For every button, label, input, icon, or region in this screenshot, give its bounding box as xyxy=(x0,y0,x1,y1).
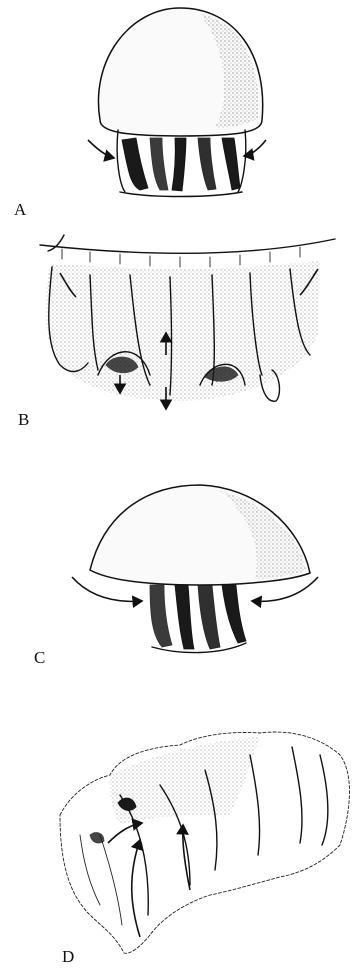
jellyfish-swimming-illustration xyxy=(0,455,360,675)
oral-arms-closeup-illustration xyxy=(0,225,360,450)
panel-c: C xyxy=(0,455,360,675)
panel-label-d: D xyxy=(62,947,74,967)
panel-label-b: B xyxy=(18,410,29,430)
panel-label-a: A xyxy=(14,200,26,220)
jellyfish-side-view-illustration xyxy=(0,0,360,230)
panel-a: A xyxy=(0,0,360,230)
panel-label-c: C xyxy=(34,648,45,668)
panel-d: D xyxy=(0,685,360,970)
oral-arms-side-cross-section-illustration xyxy=(0,685,360,970)
panel-b: B xyxy=(0,225,360,450)
